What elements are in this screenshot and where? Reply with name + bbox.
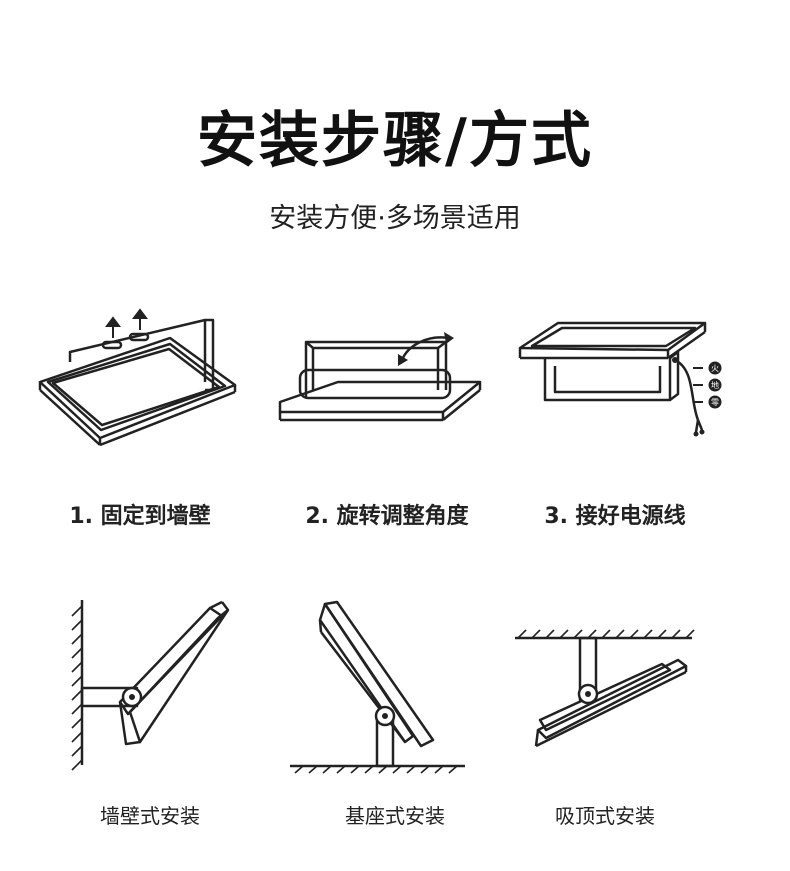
- wall-fix-icon: [38, 308, 237, 447]
- ceiling-mount-label: 吸顶式安装: [555, 804, 655, 828]
- step-1-label: 1. 固定到墙壁: [69, 504, 211, 529]
- step-3-label: 3. 接好电源线: [544, 504, 686, 529]
- ceiling-mount-illustration: [510, 620, 760, 780]
- wire-live-symbol: 火: [711, 364, 719, 373]
- step-2-label: 2. 旋转调整角度: [305, 504, 469, 529]
- page-title: 安装步骤/方式: [197, 106, 593, 176]
- base-mount-icon: [290, 600, 465, 774]
- step-2-illustration: [268, 290, 518, 460]
- page-subtitle: 安装方便·多场景适用: [269, 203, 521, 234]
- wire-earth-symbol: 地: [711, 380, 719, 390]
- base-mount-illustration: [285, 590, 535, 780]
- power-wire-icon: 火 地 零: [518, 321, 722, 437]
- wall-mount-icon: [71, 600, 230, 771]
- ceiling-mount-icon: [515, 629, 695, 748]
- wire-neutral-symbol: 零: [711, 398, 719, 407]
- wall-mount-illustration: [60, 590, 310, 780]
- rotate-angle-icon: [278, 332, 482, 422]
- wall-mount-label: 墙壁式安装: [100, 804, 200, 828]
- base-mount-label: 基座式安装: [345, 804, 445, 828]
- step-1-illustration: [15, 290, 265, 460]
- step-3-illustration: 火 地 零: [510, 290, 760, 460]
